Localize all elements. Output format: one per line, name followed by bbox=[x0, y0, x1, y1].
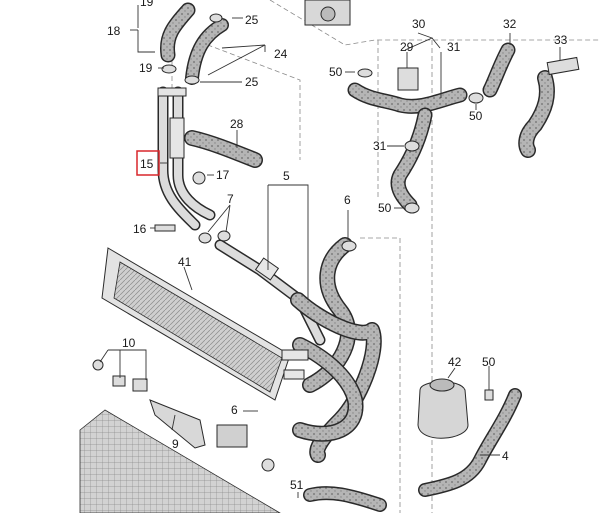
hoses-32-33 bbox=[482, 42, 580, 158]
label-5: 5 bbox=[283, 169, 290, 183]
leader-lines bbox=[99, 5, 561, 498]
label-29: 29 bbox=[400, 40, 414, 54]
hose-assembly-30-31 bbox=[347, 67, 484, 214]
label-31b: 31 bbox=[373, 139, 387, 153]
label-15: 15 bbox=[140, 157, 154, 171]
label-42: 42 bbox=[448, 355, 462, 369]
hose-19-upper bbox=[159, 2, 229, 85]
label-9: 9 bbox=[172, 437, 179, 451]
hoses-6-center bbox=[290, 237, 382, 463]
label-17: 17 bbox=[216, 168, 230, 182]
bracket-9-parts-10 bbox=[92, 359, 275, 472]
coolant-pipe-15 bbox=[157, 86, 216, 231]
label-10: 10 bbox=[122, 336, 136, 350]
label-25a: 25 bbox=[245, 13, 259, 27]
label-25b: 25 bbox=[245, 75, 259, 89]
callout-labels: 19 18 25 24 19 25 28 15 17 5 7 6 16 41 1… bbox=[107, 0, 568, 492]
hose-28 bbox=[184, 130, 263, 168]
radiator-41 bbox=[101, 247, 309, 401]
label-50b: 50 bbox=[469, 109, 483, 123]
label-50c: 50 bbox=[378, 201, 392, 215]
label-51: 51 bbox=[290, 478, 304, 492]
label-19a: 19 bbox=[140, 0, 154, 9]
hose-51 bbox=[303, 486, 387, 512]
lower-radiator-grid bbox=[79, 409, 281, 513]
label-4: 4 bbox=[502, 449, 509, 463]
expansion-tank-42 bbox=[417, 378, 469, 439]
label-32: 32 bbox=[503, 17, 517, 31]
label-6a: 6 bbox=[344, 193, 351, 207]
label-6b: 6 bbox=[231, 403, 238, 417]
small-fittings bbox=[154, 171, 231, 244]
label-7: 7 bbox=[227, 192, 234, 206]
label-33: 33 bbox=[554, 33, 568, 47]
hose-4 bbox=[418, 388, 522, 497]
label-24: 24 bbox=[274, 47, 288, 61]
label-28: 28 bbox=[230, 117, 244, 131]
label-41: 41 bbox=[178, 255, 192, 269]
label-18: 18 bbox=[107, 24, 121, 38]
label-50a: 50 bbox=[329, 65, 343, 79]
label-30: 30 bbox=[412, 17, 426, 31]
coolant-line-5 bbox=[214, 239, 326, 346]
label-31a: 31 bbox=[447, 40, 461, 54]
label-16: 16 bbox=[133, 222, 147, 236]
upper-engine-part bbox=[304, 0, 351, 26]
highlight-box-15 bbox=[136, 150, 160, 176]
label-19b: 19 bbox=[139, 61, 153, 75]
label-50d: 50 bbox=[482, 355, 496, 369]
